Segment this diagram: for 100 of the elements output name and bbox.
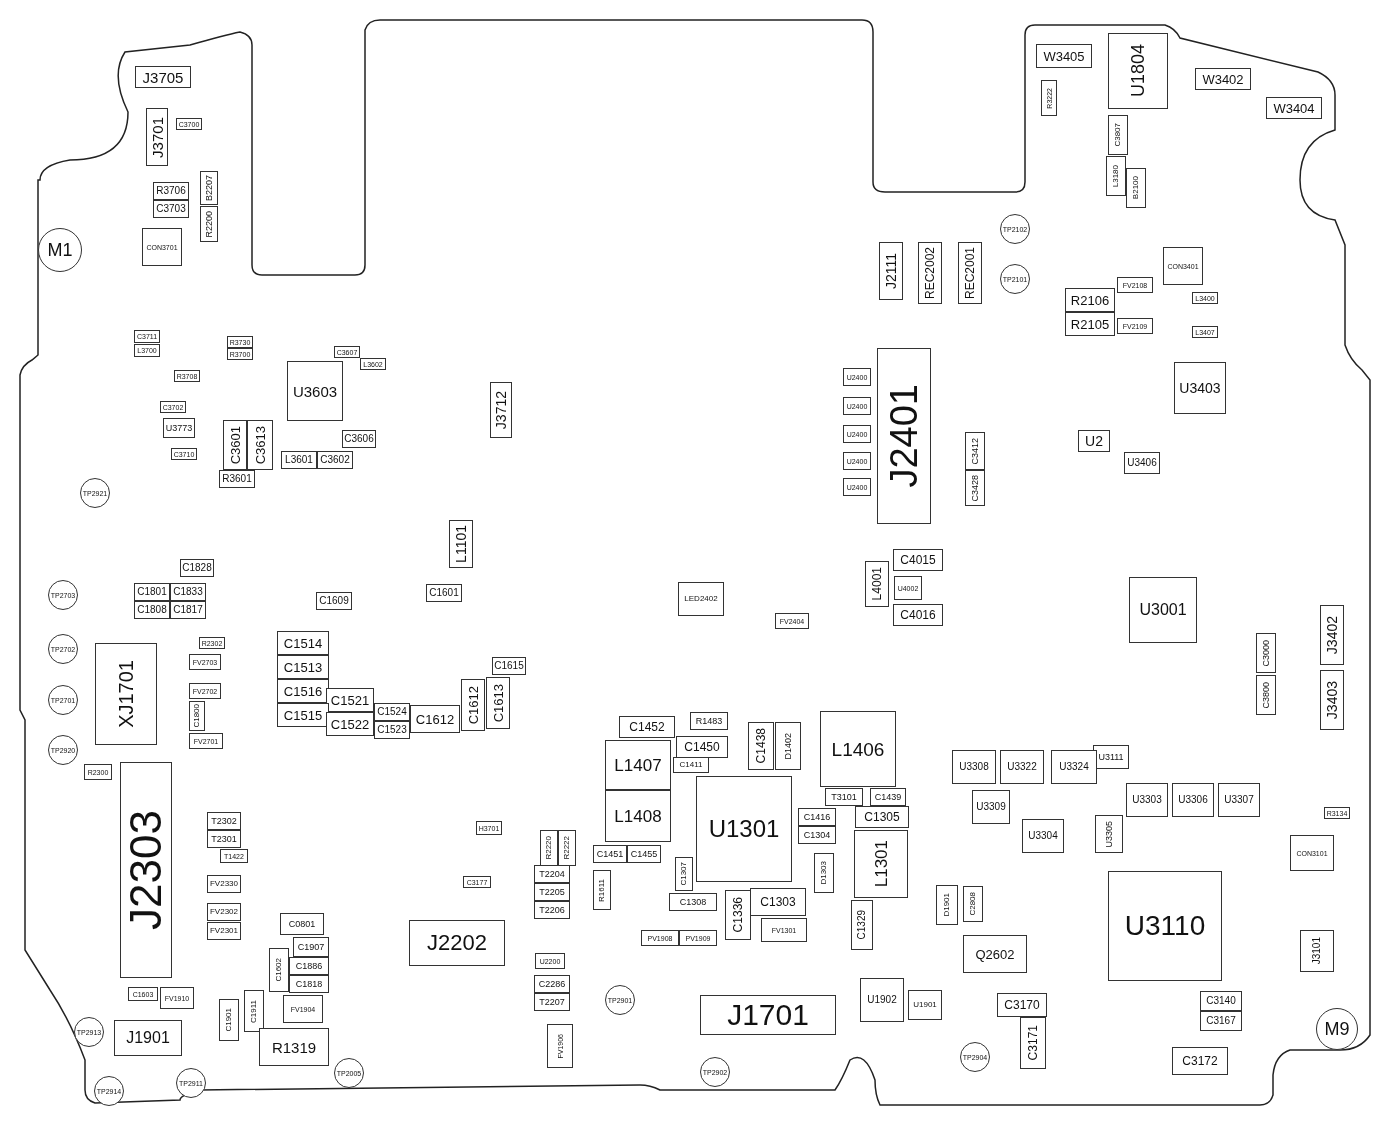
component-outline: U3406 [1124,452,1160,474]
component-outline: U3322 [1000,750,1044,784]
component-outline: J3402 [1320,605,1344,665]
component-outline: XJ1701 [95,643,157,745]
component-outline: C1515 [277,703,329,727]
component-outline: C3172 [1172,1047,1228,1075]
component-outline: C1522 [326,712,374,736]
component-outline: C3428 [965,470,985,506]
component-outline: C1514 [277,631,329,655]
component-outline: C1613 [486,677,510,729]
component-outline: J3403 [1320,670,1344,730]
component-outline: C1833 [170,583,206,601]
component-outline: C1828 [180,559,214,577]
component-outline: C1439 [870,788,906,806]
component-outline: L1408 [605,790,671,842]
component-outline: C3167 [1200,1011,1242,1031]
component-outline: J3101 [1300,930,1334,972]
component-outline: J2111 [879,242,903,300]
component-outline: C1451 [593,845,627,863]
component-outline: R3601 [219,470,255,488]
component-outline: U3773 [163,418,195,438]
component-outline: C1438 [748,722,774,770]
component-outline: C1329 [851,900,873,950]
mounting-hole: M1 [38,228,82,272]
component-outline: J2303 [120,762,172,978]
component-outline: W3405 [1036,44,1092,68]
component-outline: C3602 [317,451,353,469]
component-outline: R1611 [593,870,611,910]
component-outline: C3613 [247,420,273,470]
component-outline: C3171 [1020,1017,1046,1069]
component-outline: T2204 [534,865,570,883]
component-outline: U1901 [908,990,942,1020]
component-outline: D1402 [775,722,801,770]
component-outline: C1513 [277,655,329,679]
component-outline: C1307 [675,857,693,891]
component-outline: U1804 [1108,33,1168,109]
component-outline: C1516 [277,679,329,703]
component-outline: C1817 [170,601,206,619]
component-outline: C1304 [798,826,836,844]
component-outline: C1808 [134,601,170,619]
component-outline: C1305 [855,806,909,828]
component-outline: U3307 [1218,783,1260,817]
component-outline: W3404 [1266,97,1322,119]
component-outline: R1319 [259,1028,329,1066]
component-outline: C1612 [461,679,485,731]
component-outline: C1911 [244,990,264,1032]
component-outline: J3705 [135,66,191,88]
component-outline: U3324 [1051,750,1097,784]
component-outline: L4001 [865,561,889,607]
component-outline: D1303 [814,853,834,893]
component-outline: R2200 [200,206,218,242]
component-outline: U3111 [1093,745,1129,769]
component-outline: C3601 [223,420,247,470]
component-outline: C4016 [893,604,943,626]
component-outline: C4015 [893,549,943,571]
component-outline: R2105 [1065,312,1115,336]
component-outline: T2206 [534,901,570,919]
component-outline: C1450 [676,736,728,758]
component-outline: C1601 [426,584,462,602]
component-outline: R3706 [153,182,189,200]
component-outline: C3170 [997,993,1047,1017]
component-outline: FV2302 [207,903,241,921]
component-outline: R2220 [540,830,558,866]
component-outline: J2401 [877,348,931,524]
component-outline: T2302 [207,812,241,830]
component-outline: R2106 [1065,288,1115,312]
component-outline: C3800 [1256,675,1276,715]
component-outline: C3703 [153,200,189,218]
component-outline: J2202 [409,920,505,966]
component-outline: C1615 [492,657,526,675]
component-outline: L1407 [605,740,671,790]
component-outline: U3306 [1172,783,1214,817]
component-outline: C1886 [289,957,329,975]
component-outline: L3601 [281,451,317,469]
component-outline: C1308 [669,893,717,911]
component-outline: U3110 [1108,871,1222,981]
component-outline: C3140 [1200,991,1242,1011]
component-outline: D1901 [936,885,958,925]
component-outline: U3303 [1126,783,1168,817]
component-outline: R1483 [690,712,728,730]
component-outline: FV2301 [207,922,241,940]
component-outline: T2301 [207,830,241,848]
component-outline: C1801 [134,583,170,601]
component-outline: C1800 [189,701,205,731]
component-outline: C3807 [1108,115,1128,155]
component-outline: C1416 [798,808,836,826]
mounting-hole: M9 [1316,1008,1358,1050]
component-outline: C1521 [326,688,374,712]
component-outline: J3712 [490,382,512,438]
component-outline: C1818 [289,975,329,993]
component-outline: R2222 [558,830,576,866]
component-outline: W3402 [1195,68,1251,90]
component-outline: J1701 [700,995,836,1035]
component-outline: L1406 [820,711,896,787]
component-outline: C1452 [619,716,675,738]
component-outline: U1902 [860,978,904,1022]
component-outline: REC2001 [958,242,982,304]
component-outline: L1101 [449,520,473,568]
component-outline: C1303 [750,888,806,916]
component-outline: C3000 [1256,633,1276,673]
